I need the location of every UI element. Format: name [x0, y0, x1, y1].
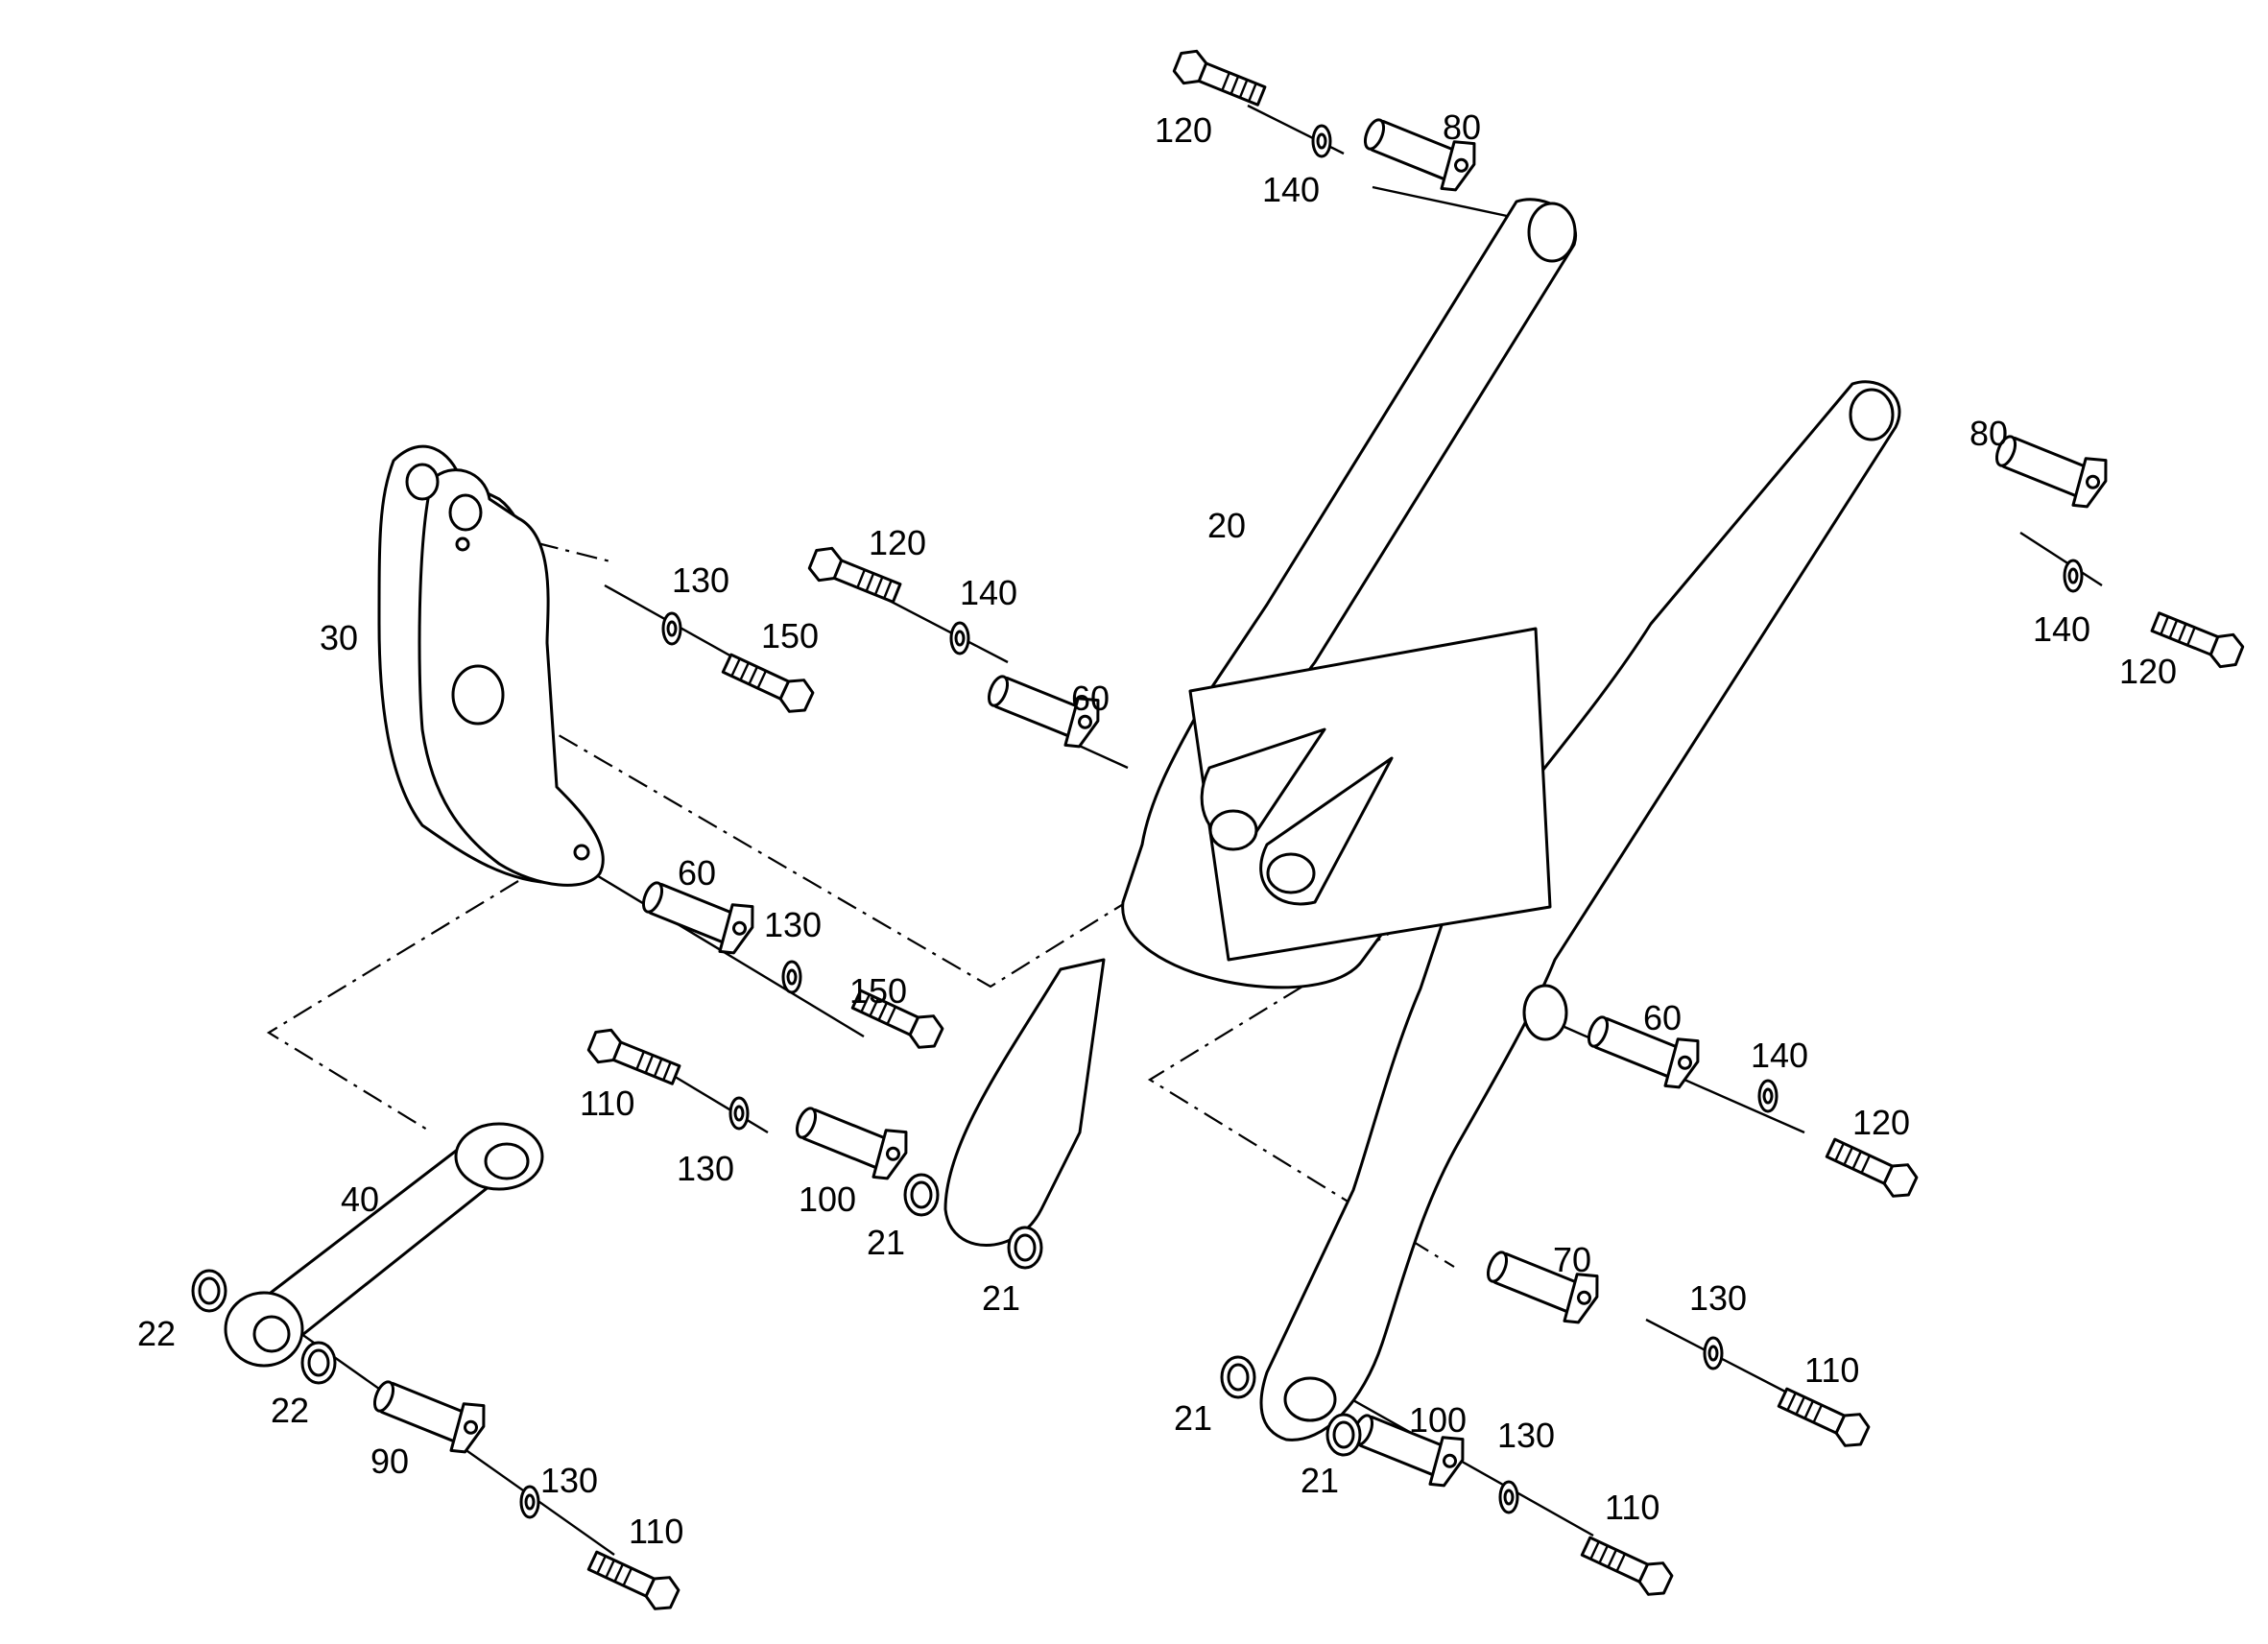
- label-110-right: 110: [1804, 1350, 1859, 1390]
- label-130-left: 130: [764, 905, 822, 944]
- part-labels: 120 140 80 20 30 130 150 120 140 60 80 1…: [137, 107, 2177, 1551]
- label-80-top: 80: [1443, 107, 1481, 147]
- lift-arm-frame-part-20: [943, 198, 1901, 1441]
- label-140-center: 140: [960, 573, 1017, 612]
- label-110-bottom-left: 110: [629, 1512, 683, 1551]
- label-21-middle-lower: 21: [982, 1278, 1020, 1318]
- label-150-upper-left: 150: [761, 616, 819, 655]
- label-110-middle: 110: [580, 1084, 634, 1123]
- label-130-middle: 130: [677, 1149, 734, 1188]
- label-30: 30: [320, 618, 358, 657]
- label-130-right: 130: [1689, 1278, 1747, 1318]
- label-40: 40: [341, 1179, 379, 1219]
- label-21-bottom-upper: 21: [1174, 1398, 1212, 1438]
- label-110-bottom: 110: [1605, 1488, 1659, 1527]
- label-90: 90: [370, 1441, 409, 1481]
- label-21-bottom-lower: 21: [1301, 1461, 1339, 1500]
- label-70: 70: [1553, 1240, 1591, 1279]
- label-120-lower-right: 120: [1852, 1103, 1910, 1142]
- label-130-bottom-left: 130: [540, 1461, 598, 1500]
- label-60-center: 60: [1071, 679, 1110, 718]
- label-21-middle-upper: 21: [867, 1223, 905, 1262]
- label-22-left: 22: [137, 1314, 176, 1353]
- label-20: 20: [1207, 506, 1246, 545]
- label-140-lower-right: 140: [1751, 1036, 1808, 1075]
- label-80-right: 80: [1970, 414, 2008, 453]
- label-100-middle: 100: [799, 1179, 856, 1219]
- label-120-center: 120: [869, 523, 926, 562]
- label-140-top: 140: [1262, 170, 1320, 209]
- label-120-right: 120: [2119, 652, 2177, 691]
- label-60-left: 60: [678, 853, 716, 893]
- label-140-right: 140: [2033, 609, 2090, 649]
- label-150-left: 150: [849, 971, 907, 1011]
- bell-crank-part-30: [377, 444, 605, 887]
- assembly-lines: [266, 541, 1455, 1268]
- label-100-bottom: 100: [1409, 1400, 1467, 1440]
- label-120-top: 120: [1155, 110, 1212, 150]
- link-rod-part-40: [224, 1122, 544, 1368]
- label-130-bottom: 130: [1497, 1416, 1555, 1455]
- label-22-lower: 22: [271, 1391, 309, 1430]
- label-60-right: 60: [1643, 998, 1682, 1037]
- label-130-upper-left: 130: [672, 560, 729, 600]
